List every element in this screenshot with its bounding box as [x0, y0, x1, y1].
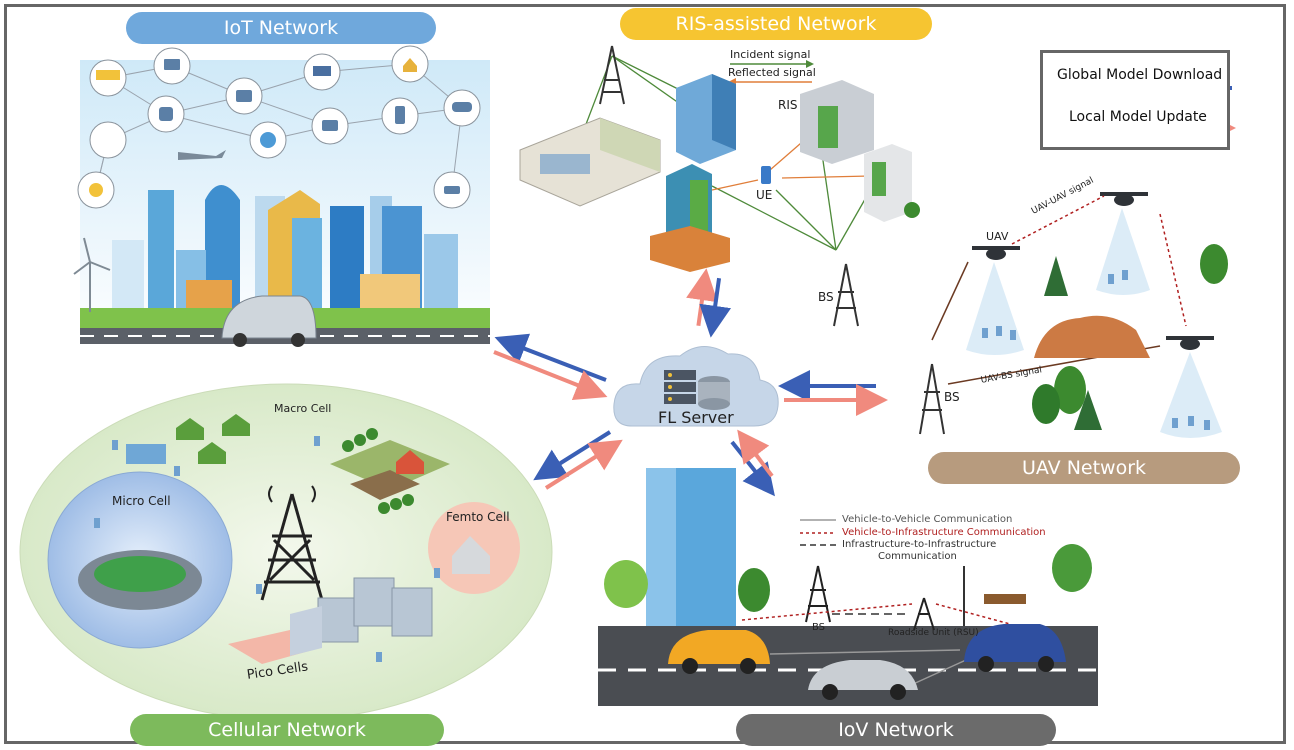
legend-update-label: Local Model Update	[1069, 109, 1207, 125]
ris-network-title: RIS-assisted Network	[620, 8, 932, 40]
uav-bs-label: BS	[944, 390, 960, 404]
fl-arrows	[493, 268, 888, 497]
legend-box: Global Model Download Local Model Update	[1040, 50, 1230, 150]
ris-bs-label: BS	[818, 290, 834, 304]
uav-label: UAV	[986, 230, 1009, 243]
iot-network-illustration	[73, 45, 490, 350]
uav-network-illustration	[919, 192, 1228, 438]
ris-label: RIS	[778, 98, 798, 112]
v2v-label: Vehicle-to-Vehicle Communication	[842, 514, 1013, 525]
ue-label: UE	[756, 188, 773, 202]
micro-cell-label: Micro Cell	[112, 494, 171, 508]
fl-server-label: FL Server	[658, 408, 734, 427]
i2i-label-line2: Communication	[878, 551, 957, 562]
iov-network-illustration	[598, 468, 1098, 706]
ris-network-illustration	[519, 45, 920, 327]
v2i-label: Vehicle-to-Infrastructure Communication	[842, 527, 1046, 538]
diagram-frame	[4, 4, 1286, 744]
iot-network-title: IoT Network	[126, 12, 436, 44]
fl-server-cloud	[613, 346, 779, 427]
macro-cell-label: Macro Cell	[274, 402, 332, 415]
iov-network-title: IoV Network	[736, 714, 1056, 746]
uav-network-title: UAV Network	[928, 452, 1240, 484]
iov-bs-label: BS	[812, 622, 826, 633]
incident-signal-label: Incident signal	[730, 48, 811, 61]
i2i-label-line1: Infrastructure-to-Infrastructure	[842, 539, 997, 550]
cellular-network-title: Cellular Network	[130, 714, 444, 746]
reflected-signal-label: Reflected signal	[728, 66, 816, 79]
legend-download-label: Global Model Download	[1057, 67, 1223, 83]
rsu-label: Roadside Unit (RSU)	[888, 628, 979, 638]
cellular-network-illustration	[19, 383, 553, 721]
femto-cell-label: Femto Cell	[446, 510, 510, 524]
